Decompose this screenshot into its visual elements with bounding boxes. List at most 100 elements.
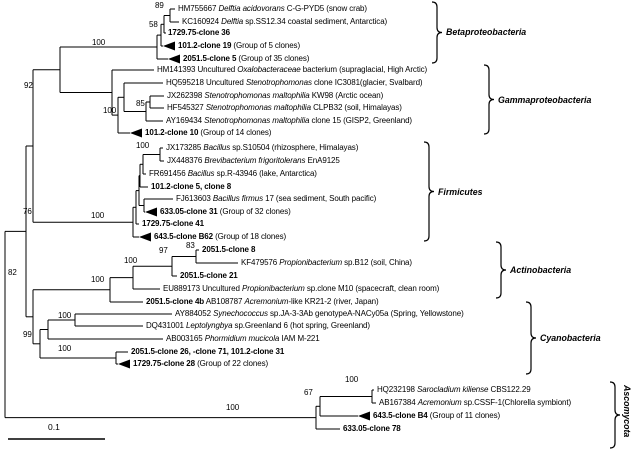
taxon-label-run: FR691456 — [149, 169, 188, 178]
clade-label: Firmicutes — [438, 187, 483, 197]
taxon-label-run: DQ431001 — [146, 321, 187, 330]
taxon-label-run: clone IC3081(glacier, Svalbard) — [311, 78, 423, 87]
taxon-label: 2051.5-clone 5 (Group of 35 clones) — [183, 54, 309, 64]
clade-label: Gammaproteobacteria — [498, 95, 592, 105]
taxon-label: 2051.5-clone 4b AB108787 Acremonium-like… — [146, 297, 379, 307]
taxon-label-run: AB167384 — [379, 398, 418, 407]
taxon-label: 643.5-clone B4 (Group of 11 clones) — [373, 411, 500, 421]
taxon-label: JX173285 Bacillus sp.S10504 (rhizosphere… — [166, 143, 358, 153]
collapsed-clade-triangle — [168, 54, 180, 64]
taxon-label-run: KC160924 — [182, 17, 222, 26]
taxon-label: KC160924 Delftia sp.SS12.34 coastal sedi… — [182, 17, 387, 27]
taxon-label-run: AY169434 — [166, 116, 205, 125]
taxon-label-run: Delftia acidovorans — [218, 4, 285, 13]
taxon-label: AB003165 Phormidium mucicola IAM M-221 — [166, 334, 320, 344]
taxon-label-run: Leptolyngbya — [186, 321, 233, 330]
clade-brace — [495, 241, 507, 299]
taxon-label-run: 2051.5-clone 21 — [180, 271, 238, 280]
taxon-label-run: EU889173 Uncultured — [163, 284, 242, 293]
taxon-label: 101.2-clone 10 (Group of 14 clones) — [145, 128, 271, 138]
taxon-label: HF545327 Stenotrophomonas maltophilia CL… — [167, 103, 402, 113]
bootstrap-value: 100 — [226, 403, 240, 412]
taxon-label-run: HM141393 Uncultured — [157, 65, 238, 74]
taxon-label-run: Oxalobacteraceae — [237, 65, 301, 74]
bootstrap-value: 99 — [23, 330, 32, 339]
taxon-label-run: IAM M-221 — [279, 334, 320, 343]
taxon-label-run: 643.5-clone B4 — [373, 411, 428, 420]
taxon-label: JX262398 Stenotrophomonas maltophilia KW… — [167, 91, 383, 101]
taxon-label: FR691456 Bacillus sp.R-43946 (lake, Anta… — [149, 169, 317, 179]
taxon-label-run: JX173285 — [166, 143, 204, 152]
clade-brace — [423, 141, 435, 242]
clade-brace — [525, 301, 537, 375]
taxon-label: HM141393 Uncultured Oxalobacteraceae bac… — [157, 65, 427, 75]
taxon-label-run: 1729.75-clone 36 — [168, 28, 230, 37]
scale-bar-label: 0.1 — [48, 422, 60, 432]
taxon-label-run: clone 15 (GISP2, Greenland) — [309, 116, 413, 125]
taxon-label-run: Stenotrophomonas — [245, 78, 312, 87]
taxon-label: KF479576 Propionibacterium sp.B12 (soil,… — [241, 258, 412, 268]
bootstrap-value: 83 — [186, 241, 195, 250]
taxon-label-run: sp.S10504 (rhizosphere, Himalayas) — [230, 143, 359, 152]
taxon-label-run: HQ232198 — [377, 385, 418, 394]
taxon-label-run: Stenotrophomonas maltophilia — [204, 116, 310, 125]
clade-brace — [609, 381, 621, 449]
taxon-label: 1729.75-clone 36 — [168, 28, 230, 38]
taxon-label-run: Bacillus — [187, 169, 215, 178]
taxon-label-run: 1729.75-clone 28 — [133, 359, 195, 368]
collapsed-clade-triangle — [139, 232, 151, 242]
bootstrap-value: 100 — [103, 106, 117, 115]
taxon-label-run: AB108787 — [204, 297, 245, 306]
clade-brace — [431, 1, 443, 64]
collapsed-clade-triangle — [130, 128, 142, 138]
taxon-label: 2051.5-clone 8 — [202, 245, 255, 255]
taxon-label: 633.05-clone 78 — [343, 424, 401, 434]
taxon-label-run: (Group of 35 clones) — [236, 54, 310, 63]
bootstrap-value: 100 — [91, 211, 105, 220]
clade-brace — [483, 64, 495, 135]
bootstrap-value: 89 — [155, 1, 164, 10]
bootstrap-value: 100 — [136, 141, 150, 150]
taxon-label-run: EnA9125 — [305, 156, 340, 165]
taxon-label-run: 633.05-clone 31 — [160, 207, 218, 216]
collapsed-clade-triangle — [118, 359, 130, 369]
taxon-label-run: sp.Greenland 6 (hot spring, Greenland) — [232, 321, 371, 330]
taxon-label-run: (Group of 22 clones) — [195, 359, 269, 368]
bootstrap-value: 100 — [58, 344, 72, 353]
taxon-label-run: sp.B12 (soil, China) — [342, 258, 412, 267]
taxon-label: 2051.5-clone 26, -clone 71, 101.2-clone … — [131, 347, 284, 357]
bootstrap-value: 100 — [91, 275, 105, 284]
taxon-label-run: sp.JA-3-3Ab genotypeA-NACy05a (Spring, Y… — [267, 309, 464, 318]
bootstrap-value: 100 — [124, 256, 138, 265]
taxon-label-run: (Group of 11 clones) — [427, 411, 501, 420]
taxon-label-run: -like KR21-2 (river, Japan) — [288, 297, 379, 306]
clade-label: Betaproteobacteria — [446, 27, 527, 37]
clade-label: Cyanobacteria — [540, 333, 601, 343]
taxon-label: 643.5-clone B62 (Group of 18 clones) — [154, 232, 286, 242]
taxon-label-run: Synechococcus — [213, 309, 268, 318]
bootstrap-value: 97 — [159, 246, 168, 255]
taxon-label: DQ431001 Leptolyngbya sp.Greenland 6 (ho… — [146, 321, 370, 331]
collapsed-clade-triangle — [358, 411, 370, 421]
taxon-label-run: Bacillus firmus — [212, 194, 263, 203]
bootstrap-value: 100 — [92, 38, 106, 47]
taxon-label: HM755667 Delftia acidovorans C-G-PYD5 (s… — [178, 4, 367, 14]
taxon-label-run: sp.SS12.34 coastal sediment, Antarctica) — [243, 17, 388, 26]
taxon-label-run: 101.2-clone 5, clone 8 — [151, 182, 232, 191]
taxon-label: FJ613603 Bacillus firmus 17 (sea sedimen… — [176, 194, 376, 204]
taxon-label: HQ232198 Sarocladium kiliense CBS122.29 — [377, 385, 531, 395]
taxon-label-run: Bacillus — [203, 143, 231, 152]
taxon-label: EU889173 Uncultured Propionibacterium sp… — [163, 284, 439, 294]
taxon-label-run: 2051.5-clone 4b — [146, 297, 205, 306]
taxon-label-run: Propionibacterium — [279, 258, 343, 267]
taxon-label: JX448376 Brevibacterium frigoritolerans … — [167, 156, 340, 166]
taxon-label-run: bacterium (supraglacial, High Arctic) — [300, 65, 428, 74]
taxon-label-run: 1729.75-clone 41 — [142, 219, 204, 228]
bootstrap-value: 100 — [345, 375, 359, 384]
taxon-label-run: sp.R-43946 (lake, Antarctica) — [214, 169, 317, 178]
taxon-label-run: Stenotrophomonas maltophilia — [205, 103, 311, 112]
bootstrap-value: 76 — [23, 207, 32, 216]
taxon-label-run: Delftia — [221, 17, 244, 26]
bootstrap-value: 85 — [136, 99, 145, 108]
